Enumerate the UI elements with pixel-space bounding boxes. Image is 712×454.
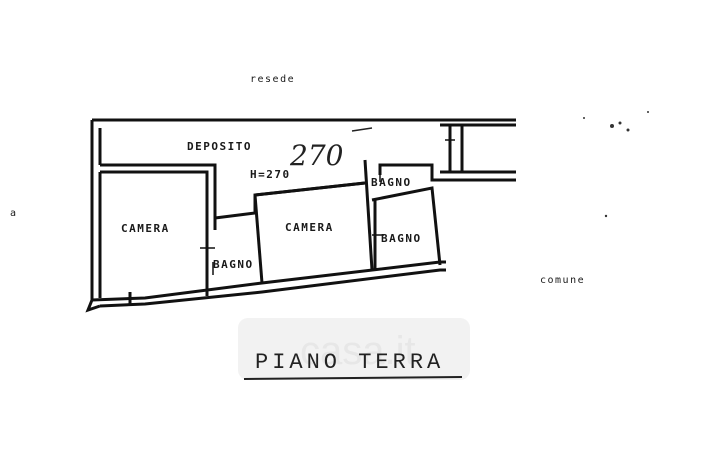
room-label-bagno-left: BAGNO [213, 258, 254, 271]
watermark: casa.it [238, 318, 470, 380]
door-marks [200, 139, 455, 275]
right-label: comune [540, 275, 585, 286]
scan-speckles [583, 111, 649, 218]
plan-title: PIANO TERRA [255, 350, 444, 375]
walls [85, 118, 516, 313]
room-label-camera-center: CAMERA [285, 221, 334, 234]
handwritten-annotation: 270 [289, 139, 343, 172]
height-label: H=270 [250, 168, 291, 181]
top-label: resede [250, 74, 295, 85]
watermark-text: casa.it [300, 329, 416, 373]
room-label-deposito: DEPOSITO [187, 140, 252, 153]
room-label-camera-left: CAMERA [121, 222, 170, 235]
room-label-bagno-right: BAGNO [381, 232, 422, 245]
left-mark: a [10, 208, 18, 219]
room-label-bagno-top: BAGNO [371, 176, 412, 189]
